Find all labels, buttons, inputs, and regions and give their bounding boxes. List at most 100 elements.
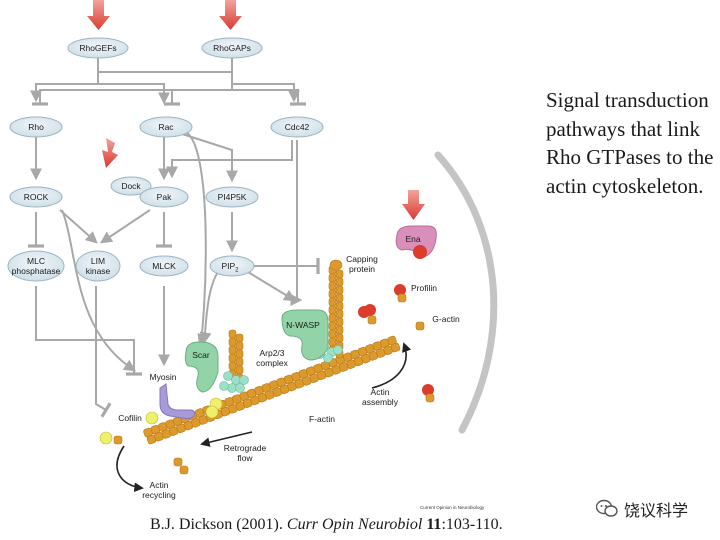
- node-rhogaps: RhoGAPs: [201, 37, 263, 59]
- arp23-subunit: [333, 345, 343, 355]
- svg-text:N-WASP: N-WASP: [286, 320, 320, 330]
- actin-monomer: [228, 329, 237, 339]
- signaling-edges: [28, 58, 320, 418]
- citation: B.J. Dickson (2001). Curr Opin Neurobiol…: [150, 516, 503, 533]
- node-dock: Dock: [110, 176, 152, 196]
- slide-caption: Signal transduction pathways that link R…: [546, 88, 714, 198]
- plasma-membrane: [434, 151, 498, 434]
- actin-monomer: [235, 365, 244, 375]
- red-arrow-icon: [219, 0, 242, 30]
- svg-text:F-actin: F-actin: [309, 414, 335, 424]
- actin-monomer: [335, 285, 344, 295]
- svg-text:Cdc42: Cdc42: [285, 122, 310, 132]
- node-pak: Pak: [139, 186, 189, 208]
- node-mlck: MLCK: [139, 255, 189, 277]
- watermark: 饶议科学: [596, 497, 688, 521]
- node-rho: Rho: [9, 116, 63, 138]
- annotation-labels: Capping protein Profilin G-actin Arp2/3 …: [118, 254, 460, 500]
- red-arrow-icon: [87, 0, 110, 30]
- actin-monomer: [328, 329, 337, 339]
- actin-monomer: [367, 315, 377, 325]
- svg-text:assembly: assembly: [362, 397, 399, 407]
- source-credit: Current Opinion in Neurobiology: [420, 505, 485, 510]
- actin-monomer: [328, 281, 337, 291]
- actin-monomer: [328, 297, 337, 307]
- arp23-subunit: [219, 381, 229, 391]
- svg-text:Cofilin: Cofilin: [118, 413, 142, 423]
- svg-text:RhoGEFs: RhoGEFs: [79, 43, 116, 53]
- actin-monomer: [328, 289, 337, 299]
- svg-text:Pak: Pak: [157, 192, 172, 202]
- actin-monomer: [328, 337, 337, 347]
- node-pip2: PIP2: [209, 255, 255, 277]
- svg-text:Myosin: Myosin: [150, 372, 177, 382]
- svg-text:Actin: Actin: [371, 387, 390, 397]
- svg-text:Scar: Scar: [192, 350, 210, 360]
- svg-text:Dock: Dock: [121, 181, 141, 191]
- actin-monomer: [228, 345, 237, 355]
- actin-monomer: [335, 333, 344, 343]
- svg-text:RhoGAPs: RhoGAPs: [213, 43, 251, 53]
- signaling-diagram: RhoGEFs RhoGAPs Rho Rac Cdc42 ROCK Dock …: [7, 0, 498, 510]
- actin-monomer: [235, 357, 244, 367]
- svg-text:MLCK: MLCK: [152, 261, 176, 271]
- actin-monomer: [113, 435, 123, 445]
- profilin-protein: [422, 384, 434, 396]
- profilin-protein: [394, 284, 406, 296]
- svg-text:recycling: recycling: [142, 490, 176, 500]
- node-rac: Rac: [139, 116, 193, 138]
- svg-text:phosphatase: phosphatase: [12, 266, 61, 276]
- actin-monomer: [335, 269, 344, 279]
- capping-protein-blob: [329, 259, 343, 271]
- myosin-protein: [159, 383, 195, 420]
- actin-monomer: [335, 317, 344, 327]
- svg-text:Profilin: Profilin: [411, 283, 437, 293]
- svg-text:ROCK: ROCK: [24, 192, 49, 202]
- actin-monomer: [335, 325, 344, 335]
- node-pi4p5k: PI4P5K: [205, 186, 259, 208]
- scar-protein: Scar: [184, 341, 219, 393]
- actin-monomer: [425, 393, 435, 403]
- nwasp-protein: N-WASP: [281, 309, 329, 361]
- svg-text:Ena: Ena: [405, 234, 420, 244]
- actin-monomer: [228, 337, 237, 347]
- actin-monomer: [335, 293, 344, 303]
- svg-text:PIP2: PIP2: [221, 261, 239, 274]
- cofilin-protein: [99, 431, 113, 445]
- actin-monomer: [228, 361, 237, 371]
- svg-text:flow: flow: [237, 453, 253, 463]
- svg-text:MLC: MLC: [27, 256, 45, 266]
- actin-monomer: [335, 277, 344, 287]
- wechat-icon: [596, 499, 618, 517]
- watermark-text: 饶议科学: [624, 501, 689, 520]
- svg-text:Rho: Rho: [28, 122, 44, 132]
- actin-monomer: [335, 301, 344, 311]
- actin-monomer: [328, 305, 337, 315]
- arp23-subunit: [227, 383, 237, 393]
- red-arrow-icon: [102, 138, 118, 168]
- node-lim-kinase: LIM kinase: [75, 250, 121, 282]
- svg-text:Actin: Actin: [150, 480, 169, 490]
- cofilin-protein: [205, 405, 219, 419]
- actin-monomer: [390, 342, 401, 353]
- svg-text:PI4P5K: PI4P5K: [218, 192, 247, 202]
- actin-monomer: [415, 321, 425, 331]
- arp23-subunit: [231, 375, 241, 385]
- arp23-subunit: [323, 353, 333, 363]
- ena-protein: Ena: [395, 225, 437, 259]
- svg-text:Capping: Capping: [346, 254, 378, 264]
- actin-monomer: [328, 321, 337, 331]
- free-actin-monomers: [99, 284, 435, 475]
- actin-monomer: [235, 341, 244, 351]
- actin-monomer: [179, 465, 189, 475]
- svg-text:protein: protein: [349, 264, 375, 274]
- svg-text:Arp2/3: Arp2/3: [259, 348, 284, 358]
- actin-monomer: [335, 309, 344, 319]
- node-rhogefs: RhoGEFs: [67, 37, 129, 59]
- actin-monomer: [397, 293, 407, 303]
- arp23-subunit: [239, 375, 249, 385]
- actin-monomer: [328, 273, 337, 283]
- svg-text:Rac: Rac: [158, 122, 174, 132]
- svg-text:G-actin: G-actin: [432, 314, 460, 324]
- svg-text:complex: complex: [256, 358, 288, 368]
